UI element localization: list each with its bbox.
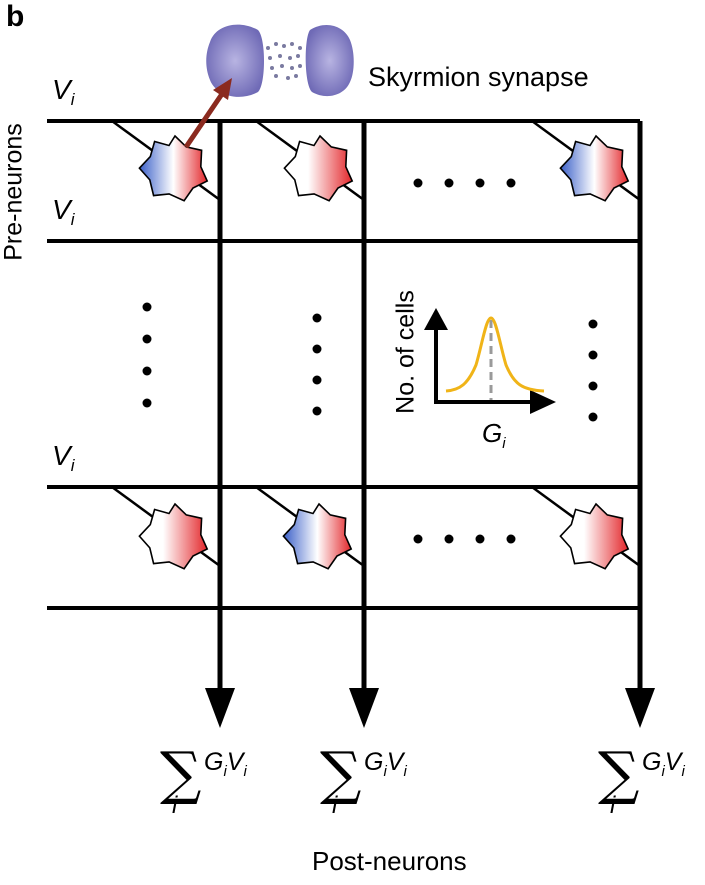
ellipsis-vertical (142, 302, 152, 408)
pre-neurons-label: Pre-neurons (0, 123, 28, 261)
sum-term: GiVi (642, 748, 685, 780)
ellipsis-vertical (588, 319, 598, 422)
gaussian-distribution-icon (424, 308, 556, 414)
row-input-label: Vi (52, 440, 75, 475)
sum-symbol: ∑ (598, 739, 640, 807)
skyrmion-icon (283, 134, 354, 202)
arrow-icon (183, 86, 227, 149)
row-input-label: Vi (52, 74, 75, 109)
sum-term: GiVi (204, 748, 247, 780)
inset-y-axis-label: No. of cells (391, 290, 420, 414)
ellipsis-horizontal (413, 178, 516, 188)
column-arrow-3 (625, 688, 655, 728)
post-neurons-label: Post-neurons (312, 846, 467, 876)
sum-symbol: ∑ (160, 739, 202, 807)
skyrmion-icon (138, 502, 209, 570)
synapse-image (206, 24, 354, 97)
ellipsis-vertical (312, 313, 322, 416)
ellipsis-horizontal (413, 534, 516, 544)
sum-term: GiVi (364, 748, 407, 780)
sum-index: i (332, 792, 338, 819)
skyrmion-icon (559, 134, 630, 202)
sum-index: i (172, 792, 178, 819)
column-arrow-2 (349, 688, 379, 728)
skyrmion-icon (282, 502, 353, 570)
inset-x-axis-label: Gi (482, 418, 506, 452)
skyrmion-icon (559, 502, 630, 570)
row-input-label: Vi (52, 194, 75, 229)
skyrmion-icon (138, 134, 209, 202)
column-arrow-1 (205, 688, 235, 728)
synapse-label: Skyrmion synapse (368, 62, 589, 92)
sum-symbol: ∑ (320, 739, 362, 807)
sum-index: i (610, 792, 616, 819)
panel-label: b (6, 0, 25, 33)
arrow-head (213, 78, 232, 100)
